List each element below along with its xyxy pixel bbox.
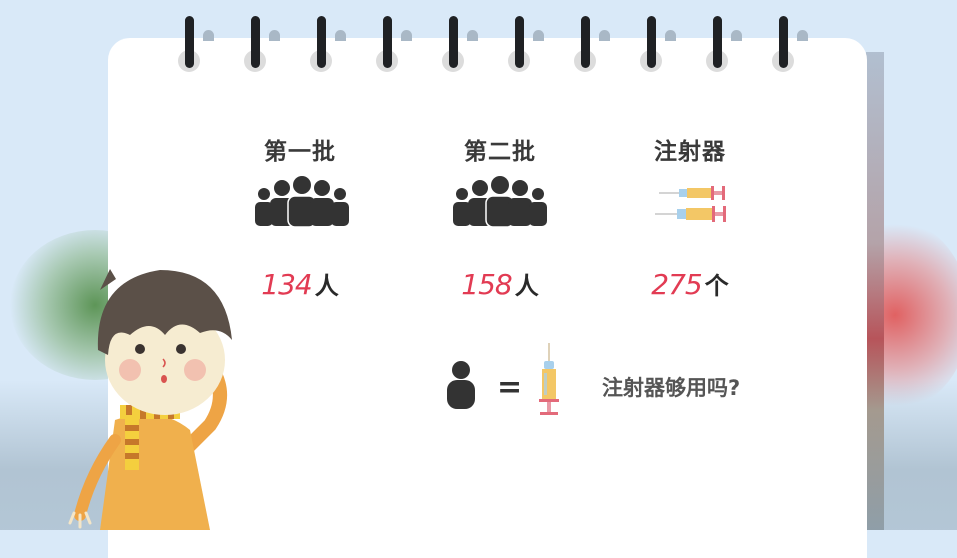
ring-bar [185, 16, 194, 68]
ring-knob [665, 30, 676, 41]
question-text: 注射器够用吗? [602, 376, 741, 400]
ring-knob [269, 30, 280, 41]
ring-knob [401, 30, 412, 41]
batch-one-column: 第一批 [240, 132, 360, 166]
batch-two-column: 第二批 [440, 132, 560, 166]
ring-bar [383, 16, 392, 68]
thinking-boy-illustration [68, 269, 232, 530]
notepad-page [108, 38, 867, 558]
ring-bar [713, 16, 722, 68]
ring-knob [797, 30, 808, 41]
syringe-icon [539, 343, 559, 415]
crowd-icon [255, 176, 349, 228]
batch-one-unit: 人 [314, 272, 339, 300]
person-icon [447, 361, 475, 409]
batch-one-value: 134 [261, 268, 312, 301]
crowd-icon [453, 176, 547, 228]
ring-knob [533, 30, 544, 41]
ring-knob [467, 30, 478, 41]
ring-bar [515, 16, 524, 68]
batch-two-value: 158 [461, 268, 512, 301]
equals-sign: = [497, 370, 523, 405]
syringe-value: 275 [651, 268, 702, 301]
batch-one-title: 第一批 [264, 139, 336, 165]
syringes-icon [655, 186, 726, 222]
ring-bar [647, 16, 656, 68]
ring-knob [335, 30, 346, 41]
batch-two-title: 第二批 [464, 139, 536, 165]
notepad-back-page [866, 52, 884, 530]
ring-bar [581, 16, 590, 68]
ring-bar [779, 16, 788, 68]
ring-knob [203, 30, 214, 41]
syringe-column: 注射器 [630, 132, 750, 166]
ring-bar [317, 16, 326, 68]
ring-bar [449, 16, 458, 68]
ring-knob [731, 30, 742, 41]
syringe-unit: 个 [704, 272, 729, 300]
ring-bar [251, 16, 260, 68]
batch-two-unit: 人 [514, 272, 539, 300]
ring-knob [599, 30, 610, 41]
syringe-title: 注射器 [654, 139, 726, 165]
